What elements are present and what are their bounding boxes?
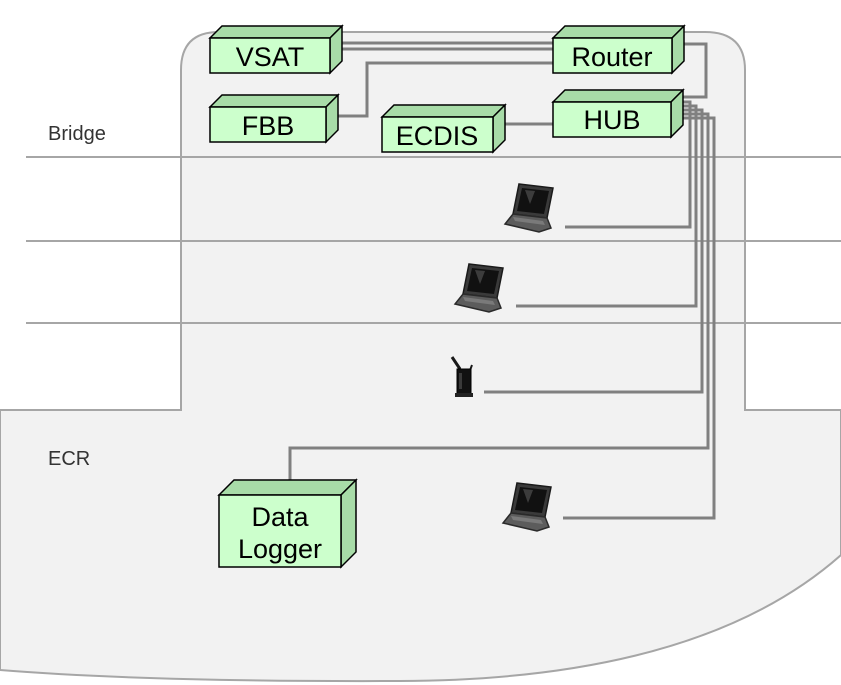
ecr-label: ECR <box>48 448 90 470</box>
data-logger-label-line1: Data <box>251 502 309 532</box>
vsat-box[interactable]: VSAT <box>208 24 344 75</box>
fbb-label: FBB <box>242 111 295 141</box>
network-cables <box>288 41 716 520</box>
router-box[interactable]: Router <box>551 24 686 75</box>
hub-label: HUB <box>583 105 640 135</box>
ecdis-label: ECDIS <box>396 121 479 151</box>
vsat-label: VSAT <box>236 42 305 72</box>
fbb-box[interactable]: FBB <box>208 93 340 144</box>
hub-box[interactable]: HUB <box>551 88 685 139</box>
ecr-hull <box>0 409 841 683</box>
wireless-router-icon[interactable] <box>450 356 473 397</box>
router-label: Router <box>571 42 652 72</box>
bridge-label: Bridge <box>48 123 106 145</box>
ecdis-box[interactable]: ECDIS <box>380 103 507 154</box>
superstructure <box>180 31 746 411</box>
data-logger-box[interactable]: Data Logger <box>217 478 358 569</box>
data-logger-label-line2: Logger <box>238 534 322 564</box>
